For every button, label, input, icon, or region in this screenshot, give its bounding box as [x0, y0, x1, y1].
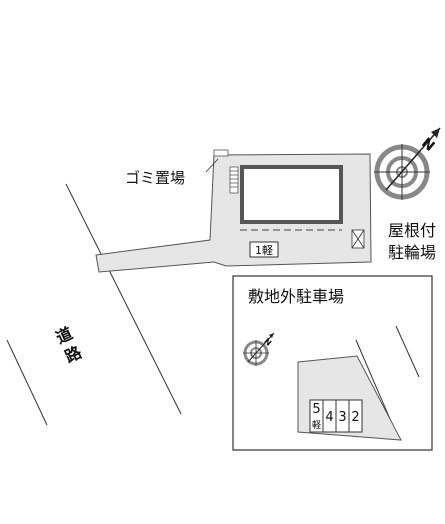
parking-space-1-label: 1軽 — [255, 244, 273, 257]
inset-parking-spaces — [309, 399, 363, 433]
garbage-area-label: ゴミ置場 — [125, 169, 185, 187]
bicycle-parking-label-line2: 駐輪場 — [388, 243, 436, 262]
parking-space-4-number: 4 — [325, 410, 333, 425]
inset-parking-labels: 5 軽 4 3 2 — [312, 402, 360, 431]
stairs — [229, 166, 239, 194]
garbage-leader-line — [205, 158, 219, 173]
road-label: 道 路 — [53, 323, 85, 366]
bicycle-parking-label-line1: 屋根付 — [388, 221, 436, 240]
parking-space-2-number: 2 — [351, 410, 359, 425]
inset-compass-rose: N — [243, 332, 275, 366]
offsite-parking-title: 敷地外駐車場 — [248, 287, 344, 306]
inset-compass-north-label: N — [262, 337, 273, 348]
compass-rose: N — [374, 127, 441, 200]
road-label-char1: 道 — [53, 323, 76, 347]
inset-road-edge-2 — [395, 325, 420, 378]
parking-space-5-sub: 軽 — [312, 420, 321, 431]
building — [240, 165, 343, 224]
garbage-area — [213, 149, 229, 157]
parking-space-2 — [348, 399, 363, 433]
parking-space-1 — [249, 241, 279, 258]
road-label-char2: 路 — [62, 342, 85, 366]
parking-space-3-number: 3 — [338, 410, 346, 425]
bicycle-parking — [351, 229, 365, 249]
road-edge-left — [6, 339, 48, 426]
road-edge-right — [65, 183, 182, 415]
parking-space-5-number: 5 — [312, 402, 320, 417]
compass-north-label: N — [418, 135, 437, 155]
